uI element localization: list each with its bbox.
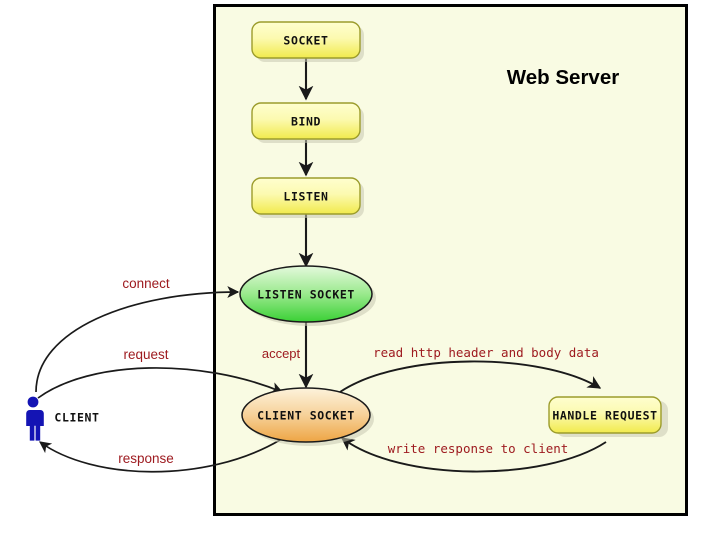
edge-connect bbox=[35, 286, 240, 393]
edge-label-write: write response to client bbox=[388, 441, 569, 456]
edge-label-accept: accept bbox=[262, 346, 301, 361]
node-client-socket[interactable] bbox=[241, 387, 371, 443]
edge-read-request bbox=[339, 360, 602, 393]
node-label-bind: BIND bbox=[291, 115, 321, 129]
edge-write-response bbox=[340, 437, 607, 473]
node-socket[interactable] bbox=[251, 21, 361, 59]
node-listen[interactable] bbox=[251, 177, 361, 215]
node-bind[interactable] bbox=[251, 102, 361, 140]
node-label-listen: LISTEN bbox=[283, 190, 328, 204]
node-handle-request[interactable] bbox=[548, 396, 662, 434]
node-label-listen-socket: LISTEN SOCKET bbox=[257, 288, 355, 302]
node-label-client-socket: CLIENT SOCKET bbox=[257, 409, 355, 423]
person-icon bbox=[25, 396, 44, 441]
node-label-handle-request: HANDLE REQUEST bbox=[552, 409, 657, 423]
edge-label-read: read http header and body data bbox=[373, 345, 599, 360]
node-listen-socket[interactable] bbox=[239, 265, 373, 323]
edge-label-request: request bbox=[123, 347, 168, 362]
edge-label-connect: connect bbox=[122, 276, 170, 291]
node-label-socket: SOCKET bbox=[283, 34, 328, 48]
edge-label-response: response bbox=[118, 451, 174, 466]
actor-label-client: CLIENT bbox=[54, 411, 99, 425]
edge-response bbox=[39, 439, 281, 473]
page-title: Web Server bbox=[507, 66, 619, 89]
edge-request bbox=[37, 367, 284, 399]
